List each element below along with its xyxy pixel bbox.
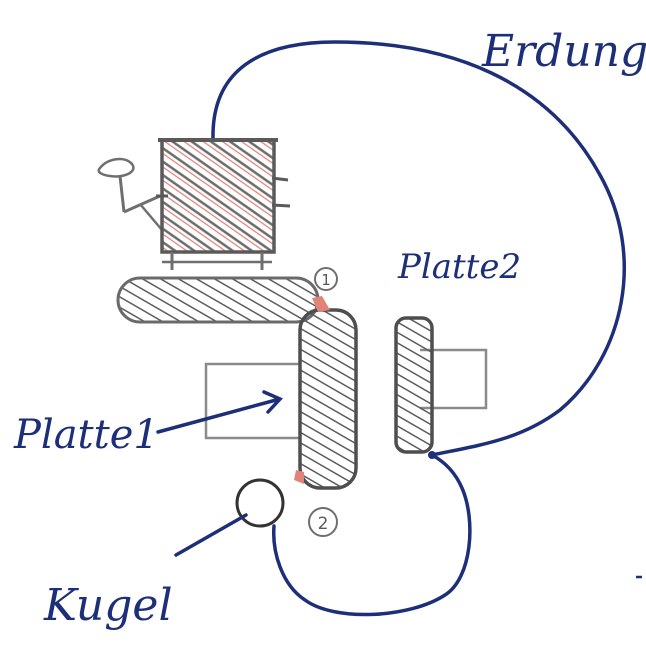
label-erdung: Erdung (481, 26, 646, 77)
svg-text:1: 1 (321, 271, 331, 289)
platte1-plate (300, 310, 356, 488)
platte2-plate (396, 318, 432, 452)
generator (99, 140, 290, 270)
label-platte1: Platte1 (13, 412, 159, 458)
kugel-arrow (176, 515, 246, 555)
generator-conductor-bar (118, 278, 318, 322)
marker-1: 1 (315, 268, 337, 290)
svg-text:2: 2 (318, 514, 329, 534)
platte1-holder (206, 364, 300, 438)
kugel-sphere (237, 480, 283, 526)
platte1-arrow (158, 392, 280, 432)
label-platte2: Platte2 (397, 247, 521, 287)
marker-2: 2 (309, 508, 337, 536)
label-kugel: Kugel (43, 580, 173, 631)
